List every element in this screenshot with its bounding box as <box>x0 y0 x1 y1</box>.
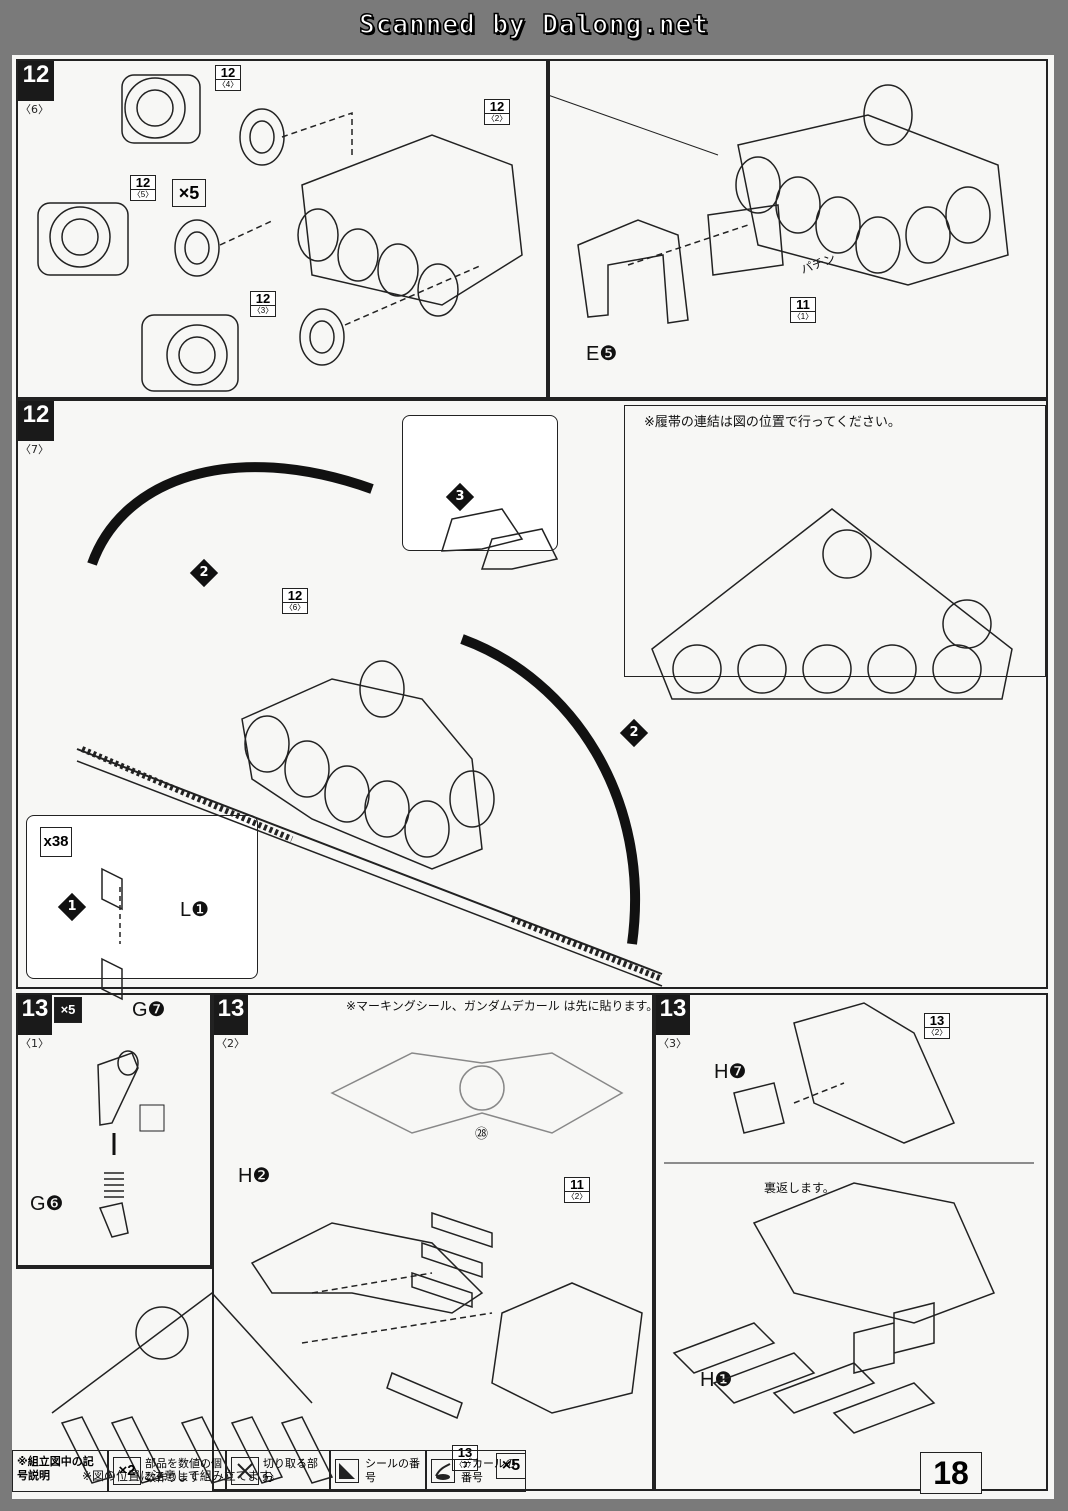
ref-13-1: 13〈1〉 <box>452 1445 478 1471</box>
track-link-detail-box <box>26 815 258 979</box>
ref-11-1: 11〈1〉 <box>790 297 816 323</box>
scan-credit-header: Scanned by Dalong.net <box>0 0 1068 50</box>
ref-12-2: 12〈2〉 <box>484 99 510 125</box>
part-g6-label: G❻ <box>30 1193 64 1215</box>
sticker-icon <box>335 1459 359 1483</box>
cut-icon <box>231 1457 259 1485</box>
qty-x38: x38 <box>40 827 72 857</box>
ref-13-2: 13〈2〉 <box>924 1013 950 1039</box>
ref-11-2: 11〈2〉 <box>564 1177 590 1203</box>
part-h7-label: H❼ <box>714 1061 747 1083</box>
detail-track-link-callout <box>402 415 558 551</box>
piston-assembly-drawing <box>97 1050 165 1238</box>
step-13-2-sub: 〈2〉 <box>216 1037 245 1050</box>
marking-note: ※マーキングシール、ガンダムデカール は先に貼ります。 <box>346 999 659 1013</box>
step-13-1-sub: 〈1〉 <box>20 1037 49 1050</box>
wheel-unit-drawing <box>547 84 1009 324</box>
leg-assembly-detail <box>16 1267 212 1493</box>
ref-12-3: 12〈3〉 <box>250 291 276 317</box>
page-number: 18 <box>920 1452 982 1494</box>
symbol-legend: ※組立図中の記号説明 ×2 部品を数値の個数作ります 切り取る部分 シールの番号… <box>12 1450 912 1492</box>
legend-item-decal: デカールの番号 <box>426 1450 526 1492</box>
quantity-icon: ×2 <box>113 1457 141 1485</box>
panel-step-12-7 <box>16 399 1048 989</box>
legend-cut-text: 切り取る部分 <box>263 1457 318 1484</box>
step-13-1-label: 13 <box>18 995 52 1035</box>
step-12-6-sub: 〈6〉 <box>20 103 49 116</box>
instruction-sheet: 12 〈6〉 12〈4〉 12〈2〉 12〈5〉 ×5 12〈3〉 11〈1〉 … <box>12 55 1054 1499</box>
step-13-3-sub: 〈3〉 <box>658 1037 687 1050</box>
legend-item-sticker: シールの番号 <box>330 1450 426 1492</box>
legend-title: ※組立図中の記号説明 <box>12 1450 108 1492</box>
qty-x5-step13: ×5 <box>54 997 82 1023</box>
step-12-7-label: 12 <box>18 401 54 441</box>
step-12-7-sub: 〈7〉 <box>20 443 49 456</box>
step-13-2-label: 13 <box>214 995 248 1035</box>
legend-item-quantity: ×2 部品を数値の個数作ります <box>108 1450 226 1492</box>
qty-x5: ×5 <box>172 179 206 207</box>
decal-icon <box>431 1459 455 1483</box>
step-13-3-label: 13 <box>656 995 690 1035</box>
ref-12-6: 12〈6〉 <box>282 588 308 614</box>
panel-step-11-1 <box>548 59 1048 399</box>
flip-note: 裏返します。 <box>764 1181 835 1195</box>
wheel-assembly-drawing <box>37 74 523 392</box>
part-h2-label: H❷ <box>238 1165 271 1187</box>
panel-step-13-3 <box>654 993 1048 1491</box>
part-l1-label: L❶ <box>180 899 210 921</box>
ref-12-4: 12〈4〉 <box>215 65 241 91</box>
ref-12-5: 12〈5〉 <box>130 175 156 201</box>
body-underside-drawing <box>664 1002 1034 1434</box>
leg-assembly-drawing <box>51 1052 643 1484</box>
part-h1-label: H❶ <box>700 1369 733 1391</box>
step-12-6-label: 12 <box>18 61 54 101</box>
track-note-box <box>624 405 1046 677</box>
legend-item-cut: 切り取る部分 <box>226 1450 330 1492</box>
track-connection-note: ※履帯の連結は図の位置で行ってください。 <box>644 415 901 430</box>
scan-credit: Scanned by Dalong.net <box>358 9 709 41</box>
legend-decal-text: デカールの番号 <box>461 1457 516 1484</box>
part-e5-label: E❺ <box>586 343 618 365</box>
track-assembly-drawing <box>76 462 1013 1001</box>
part-g7-label: G❼ <box>132 999 166 1021</box>
decal-number: ㉘ <box>475 1127 489 1142</box>
legend-quantity-text: 部品を数値の個数作ります <box>145 1457 222 1484</box>
legend-sticker-text: シールの番号 <box>365 1457 420 1484</box>
panel-step-13-1 <box>16 993 212 1267</box>
panel-step-12-6 <box>16 59 548 399</box>
panel-step-13-2 <box>212 993 654 1491</box>
